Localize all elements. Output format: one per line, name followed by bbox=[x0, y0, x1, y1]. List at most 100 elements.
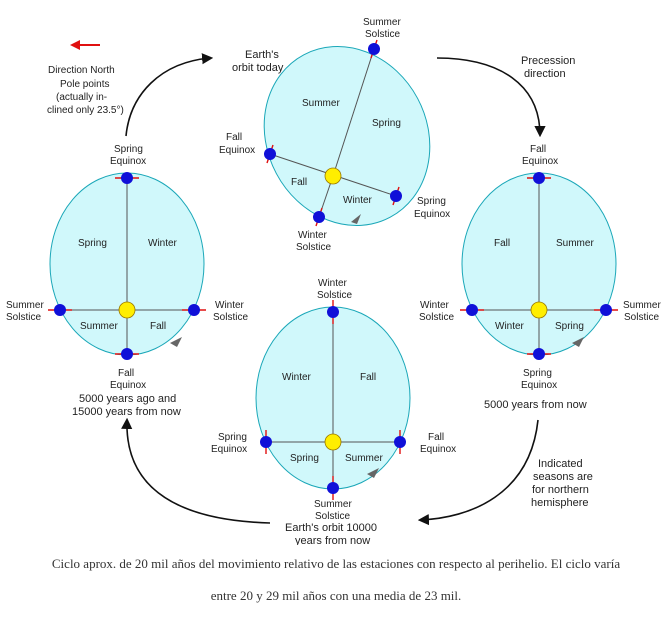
hemisphere-note: Indicated seasons are for northern hemis… bbox=[531, 458, 593, 509]
season-label: Winter bbox=[148, 238, 178, 249]
caption-line-1: Ciclo aprox. de 20 mil años del movimien… bbox=[51, 556, 621, 571]
point-label: Equinox bbox=[521, 380, 557, 391]
point-label: Solstice bbox=[315, 511, 350, 522]
season-label: Summer bbox=[556, 238, 594, 249]
point-label: Solstice bbox=[419, 312, 454, 323]
point-label: Winter bbox=[298, 230, 328, 241]
earth-spring-equinox bbox=[121, 172, 133, 184]
legend: Direction North Pole points (actually in… bbox=[47, 40, 124, 116]
point-label: hemisphere bbox=[531, 497, 588, 509]
earth-fall-equinox bbox=[533, 172, 545, 184]
legend-line-2: Pole points bbox=[60, 79, 109, 90]
season-label: Spring bbox=[78, 238, 107, 249]
orbit-caption: 15000 years from now bbox=[72, 406, 181, 418]
earth-winter-solstice bbox=[466, 304, 478, 316]
orbit-direction-arrow bbox=[572, 337, 584, 347]
orbit-direction-arrow bbox=[170, 337, 182, 347]
orbit-caption: 5000 years from now bbox=[484, 399, 587, 411]
point-label: for northern bbox=[532, 484, 589, 496]
point-label: Fall bbox=[428, 432, 444, 443]
point-label: Equinox bbox=[211, 444, 247, 455]
orbit-caption: 5000 years ago and bbox=[79, 393, 176, 405]
earth-winter-solstice bbox=[188, 304, 200, 316]
earth-summer-solstice bbox=[54, 304, 66, 316]
point-label: Spring bbox=[417, 196, 446, 207]
sun bbox=[530, 301, 548, 319]
earth-summer-solstice bbox=[327, 482, 339, 494]
point-label: Winter bbox=[420, 300, 450, 311]
point-label: Precession bbox=[521, 55, 575, 67]
orbit-ellipse bbox=[263, 46, 431, 226]
orbit-direction-arrow bbox=[367, 468, 379, 478]
orbit-future5000: Fall Equinox Winter Solstice Spring Equi… bbox=[419, 144, 661, 411]
season-label: Winter bbox=[495, 321, 525, 332]
caption-line-2: entre 20 y 29 mil años con una media de … bbox=[210, 588, 462, 603]
orbit-today: Earth's orbit today Summer Solstice Fall… bbox=[219, 17, 450, 253]
point-label: Solstice bbox=[624, 312, 659, 323]
sun bbox=[324, 167, 342, 185]
earth-fall-equinox bbox=[264, 148, 276, 160]
point-label: Solstice bbox=[296, 242, 331, 253]
season-label: Fall bbox=[360, 372, 376, 383]
point-label: Solstice bbox=[6, 312, 41, 323]
orbit-title: Earth's bbox=[245, 49, 279, 61]
figure-caption: Ciclo aprox. de 20 mil años del movimien… bbox=[0, 548, 672, 612]
point-label: Fall bbox=[118, 368, 134, 379]
legend-line-4: clined only 23.5°) bbox=[47, 105, 124, 116]
point-label: Equinox bbox=[219, 145, 255, 156]
point-label: Equinox bbox=[420, 444, 456, 455]
arrow-past-to-today bbox=[125, 53, 214, 137]
point-label: Fall bbox=[226, 132, 242, 143]
cycle-arrows bbox=[121, 53, 546, 526]
season-label: Spring bbox=[372, 118, 401, 129]
point-label: Solstice bbox=[317, 290, 352, 301]
axis-line bbox=[332, 48, 375, 177]
orbit-direction-arrow bbox=[351, 214, 361, 224]
point-label: Spring bbox=[218, 432, 247, 443]
orbit-title: orbit today bbox=[232, 62, 284, 74]
arrow-future10000-to-past bbox=[121, 417, 271, 524]
earth-summer-solstice bbox=[368, 43, 380, 55]
point-label: Summer bbox=[363, 17, 401, 28]
earth-spring-equinox bbox=[260, 436, 272, 448]
season-label: Fall bbox=[150, 321, 166, 332]
legend-line-3: (actually in- bbox=[56, 92, 107, 103]
point-label: Fall bbox=[530, 144, 546, 155]
point-label: Winter bbox=[318, 278, 348, 289]
season-label: Winter bbox=[282, 372, 312, 383]
point-label: Equinox bbox=[110, 380, 146, 391]
orbit-caption: years from now bbox=[295, 535, 370, 545]
season-label: Spring bbox=[290, 453, 319, 464]
earth-summer-solstice bbox=[600, 304, 612, 316]
earth-fall-equinox bbox=[121, 348, 133, 360]
point-label: Summer bbox=[6, 300, 44, 311]
season-label: Fall bbox=[494, 238, 510, 249]
season-label: Summer bbox=[345, 453, 383, 464]
point-label: Winter bbox=[215, 300, 245, 311]
point-label: Indicated bbox=[538, 458, 583, 470]
orbit-caption: Earth's orbit 10000 bbox=[285, 522, 377, 534]
precession-diagram: Direction North Pole points (actually in… bbox=[6, 17, 661, 545]
earth-spring-equinox bbox=[533, 348, 545, 360]
season-label: Fall bbox=[291, 177, 307, 188]
season-label: Summer bbox=[302, 98, 340, 109]
earth-winter-solstice bbox=[313, 211, 325, 223]
season-label: Spring bbox=[555, 321, 584, 332]
sun bbox=[118, 301, 136, 319]
point-label: direction bbox=[524, 68, 566, 80]
arrow-future5000-to-future10000 bbox=[417, 419, 539, 526]
earth-winter-solstice bbox=[327, 306, 339, 318]
orbit-future10000: Winter Solstice Spring Equinox Summer So… bbox=[211, 278, 456, 545]
earth-fall-equinox bbox=[394, 436, 406, 448]
point-label: Solstice bbox=[365, 29, 400, 40]
point-label: Equinox bbox=[110, 156, 146, 167]
sun bbox=[324, 433, 342, 451]
legend-line-1: Direction North bbox=[48, 65, 115, 76]
precession-label: Precession direction bbox=[521, 55, 575, 80]
arrow-today-to-future5000 bbox=[436, 57, 546, 138]
point-label: Equinox bbox=[522, 156, 558, 167]
point-label: Summer bbox=[623, 300, 661, 311]
season-label: Winter bbox=[343, 195, 373, 206]
point-label: seasons are bbox=[533, 471, 593, 483]
point-label: Equinox bbox=[414, 209, 450, 220]
